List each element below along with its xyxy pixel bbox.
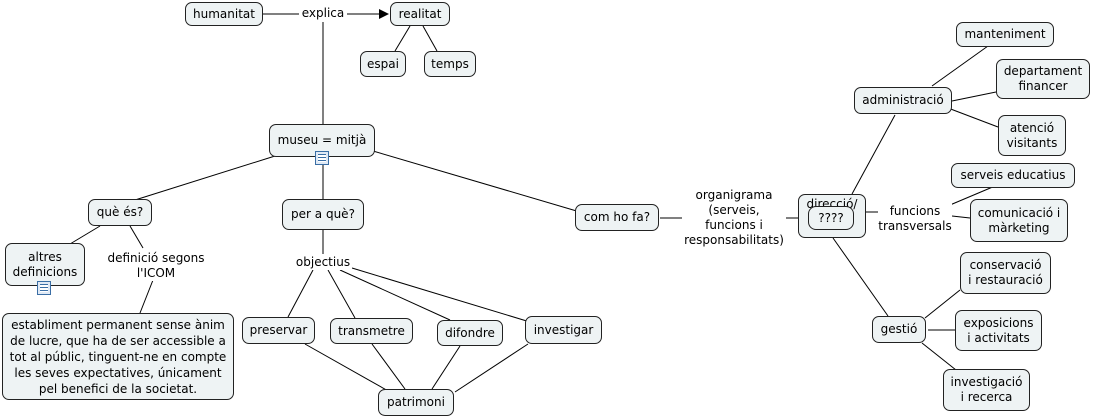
node-manteniment[interactable]: manteniment — [956, 22, 1054, 47]
node-investigacio[interactable]: investigació i recerca — [943, 369, 1030, 411]
link-direccio-administracio — [851, 114, 896, 195]
link-label-funcions-transversals: funcions transversals — [878, 203, 952, 234]
link-admin-financer — [951, 91, 997, 102]
node-humanitat[interactable]: humanitat — [185, 2, 263, 26]
link-label-definicio: definició segons l'ICOM — [104, 251, 208, 281]
node-transmetre[interactable]: transmetre — [330, 318, 413, 344]
node-definicio-text[interactable]: establiment permanent sense ànim de lucr… — [2, 313, 234, 400]
link-gestio-conservacio — [924, 289, 961, 319]
link-objectius-preservar — [287, 269, 314, 318]
link-definicio-text — [139, 279, 154, 314]
node-altres-definicions[interactable]: altres definicions — [5, 243, 85, 286]
link-realitat-temps — [422, 25, 438, 52]
node-preservar[interactable]: preservar — [242, 317, 315, 344]
link-museu-comHoFa — [372, 150, 581, 213]
link-investigar-patrimoni — [454, 343, 529, 393]
node-atencio-visitants[interactable]: atenció visitants — [998, 115, 1066, 156]
link-realitat-espai — [394, 25, 411, 52]
link-funcions-comunicacio — [951, 215, 971, 219]
link-objectius-transmetre — [327, 269, 356, 319]
link-queEs-definicio — [129, 225, 144, 249]
node-espai[interactable]: espai — [360, 51, 406, 77]
node-questions[interactable]: ???? — [808, 206, 854, 230]
node-que-es[interactable]: què és? — [88, 199, 152, 226]
link-label-objectius: objectius — [294, 254, 352, 270]
link-admin-atencio — [947, 107, 999, 128]
node-difondre[interactable]: difondre — [437, 320, 503, 346]
node-per-a-que[interactable]: per a què? — [282, 199, 364, 230]
node-temps[interactable]: temps — [424, 51, 476, 77]
node-com-ho-fa[interactable]: com ho fa? — [575, 204, 659, 231]
link-label-organigrama: organigrama (serveis, funcions i respons… — [682, 187, 786, 249]
link-gestio-investigacio — [921, 342, 957, 371]
node-departament-financer[interactable]: departament financer — [996, 59, 1090, 99]
node-serveis-educatius[interactable]: serveis educatius — [951, 163, 1075, 188]
link-label-explica: explica — [299, 5, 347, 22]
link-preservar-patrimoni — [304, 343, 391, 393]
node-conservacio[interactable]: conservació i restauració — [960, 252, 1051, 294]
link-queEs-altres — [69, 225, 101, 245]
node-administracio[interactable]: administració — [854, 87, 952, 114]
node-gestio[interactable]: gestió — [872, 316, 926, 343]
note-icon[interactable] — [315, 151, 329, 165]
link-objectius-difondre — [339, 269, 451, 321]
node-realitat[interactable]: realitat — [390, 2, 450, 26]
node-exposicions[interactable]: exposicions i activitats — [955, 310, 1042, 351]
link-transmetre-patrimoni — [371, 343, 406, 390]
link-difondre-patrimoni — [431, 345, 461, 390]
node-comunicacio-marketing[interactable]: comunicació i màrketing — [970, 199, 1068, 242]
link-admin-manteniment — [931, 45, 989, 87]
node-patrimoni[interactable]: patrimoni — [378, 389, 454, 416]
note-icon[interactable] — [37, 281, 51, 295]
node-investigar[interactable]: investigar — [525, 316, 602, 344]
link-objectius-investigar — [351, 267, 531, 323]
link-direccio-gestio — [832, 237, 889, 317]
link-funcions-serveis — [949, 185, 996, 206]
link-museu-queEs — [134, 155, 276, 201]
